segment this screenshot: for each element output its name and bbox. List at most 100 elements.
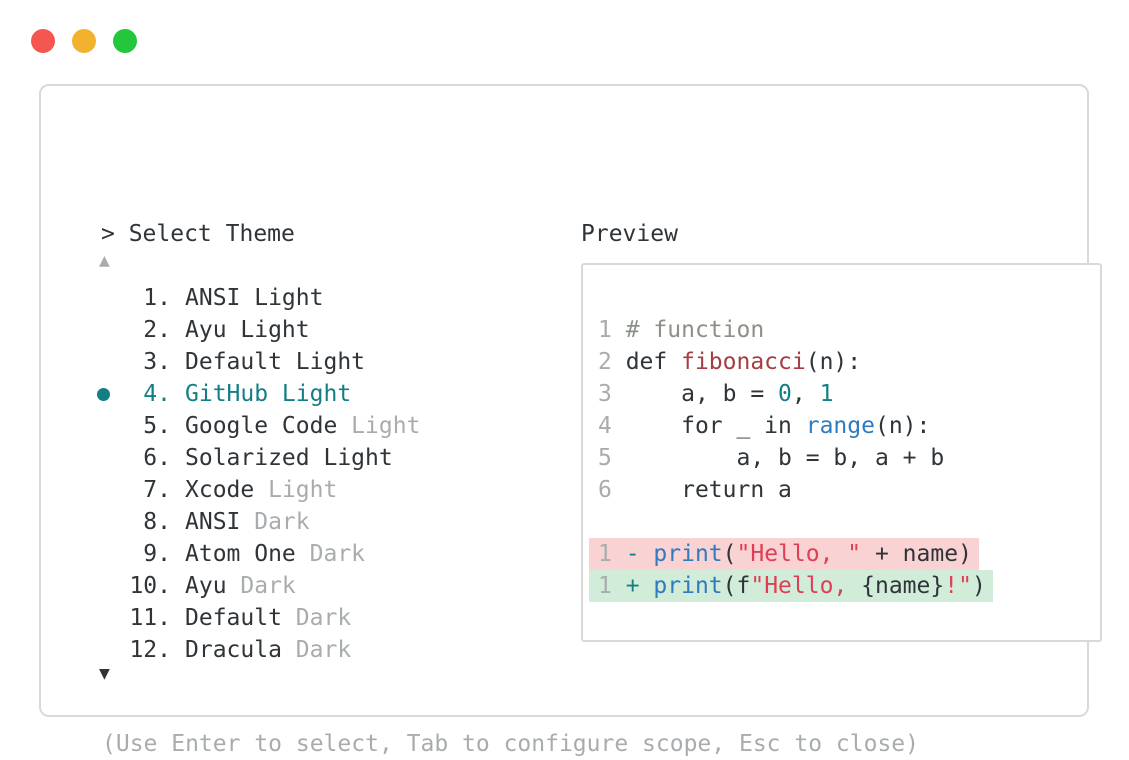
line-number: 6 (598, 477, 626, 503)
theme-variant-label: Dark (281, 637, 352, 663)
traffic-lights (31, 29, 137, 53)
code-line-content: 6 return a (589, 474, 799, 506)
theme-variant-label: Dark (281, 605, 352, 631)
theme-option-ansi[interactable]: 8.ANSI Dark (97, 506, 420, 538)
token-text: def (625, 349, 682, 375)
token-number: 0 (778, 381, 792, 407)
code-line: 5 a, b = b, a + b (589, 442, 993, 474)
scroll-up-icon[interactable]: ▲ (99, 250, 110, 271)
code-line: 1 # function (589, 314, 993, 346)
token-call: print (653, 573, 723, 599)
code-line-content: 3 a, b = 0, 1 (589, 378, 840, 410)
minimize-button[interactable] (72, 29, 96, 53)
token-comment: # function (625, 317, 765, 343)
theme-number: 6. (143, 445, 171, 471)
token-text: {name} (861, 573, 945, 599)
theme-option-default-light[interactable]: 3.Default Light (97, 346, 420, 378)
theme-name: Xcode (185, 477, 255, 503)
line-number: 1 (598, 541, 626, 567)
theme-option-atom-one[interactable]: 9.Atom One Dark (97, 538, 420, 570)
theme-name: ANSI Light (185, 285, 324, 311)
theme-number: 10. (129, 573, 171, 599)
code-line-content: 1 + print(f"Hello, {name}!") (589, 570, 993, 602)
line-number: 1 (598, 317, 626, 343)
code-line-content: 2 def fibonacci(n): (589, 346, 868, 378)
theme-option-github-light[interactable]: 4.GitHub Light (97, 378, 420, 410)
token-text: ( (722, 541, 737, 567)
theme-name: GitHub Light (185, 381, 352, 407)
theme-option-dracula[interactable]: 12. Dracula Dark (97, 634, 420, 666)
code-line (589, 506, 993, 538)
theme-number: 9. (143, 541, 171, 567)
token-string: "Hello, " (736, 541, 862, 567)
theme-number: 11. (129, 605, 171, 631)
token-text: (f (722, 573, 751, 599)
theme-selector-window: > Select Theme Preview ▲ 1. ANSI Light 2. A… (39, 84, 1102, 757)
token-text: , (791, 381, 820, 407)
code-line: 2 def fibonacci(n): (589, 346, 993, 378)
theme-number: 3. (143, 349, 171, 375)
diff-line-removed: 1 - print("Hello, " + name) (589, 538, 993, 570)
theme-name: Ayu Light (185, 317, 310, 343)
token-string: "Hello, (750, 573, 862, 599)
token-string: !" (944, 573, 972, 599)
theme-name: Ayu (185, 573, 227, 599)
selection-slot (97, 387, 117, 401)
theme-number: 7. (143, 477, 171, 503)
code-line-content: 1 - print("Hello, " + name) (589, 538, 979, 570)
select-theme-prompt: > Select Theme (101, 221, 295, 247)
theme-number: 2. (143, 317, 171, 343)
theme-option-google-code[interactable]: 5. Google Code Light (97, 410, 420, 442)
zoom-button[interactable] (113, 29, 137, 53)
code-line: 3 a, b = 0, 1 (589, 378, 993, 410)
theme-number: 12. (129, 637, 171, 663)
token-text: (n): (874, 413, 931, 439)
token-text: (n): (805, 349, 862, 375)
diff-line-added: 1 + print(f"Hello, {name}!") (589, 570, 993, 602)
line-number: 3 (598, 381, 626, 407)
token-diffsign: + (625, 573, 654, 599)
theme-variant-label: Light (254, 477, 338, 503)
line-number: 5 (598, 445, 626, 471)
code-line-content: 5 a, b = b, a + b (589, 442, 951, 474)
theme-name: Default (185, 605, 282, 631)
token-text: for _ in (625, 413, 806, 439)
selected-bullet-icon (97, 387, 110, 401)
theme-option-ayu-light[interactable]: 2. Ayu Light (97, 314, 420, 346)
code-line: 4 for _ in range(n): (589, 410, 993, 442)
theme-name: Solarized Light (185, 445, 393, 471)
theme-variant-label: Light (337, 413, 421, 439)
theme-variant-label: Dark (226, 573, 296, 599)
theme-variant-label: Dark (295, 541, 366, 567)
token-diffsign: - (625, 541, 654, 567)
token-func: fibonacci (681, 349, 806, 375)
theme-number: 1. (143, 285, 171, 311)
close-button[interactable] (31, 29, 55, 53)
token-call: print (653, 541, 723, 567)
theme-name: ANSI (185, 509, 241, 535)
code-line: 6 return a (589, 474, 993, 506)
theme-option-solarized-light[interactable]: 6. Solarized Light (97, 442, 420, 474)
token-call: range (805, 413, 875, 439)
theme-number: 5. (143, 413, 171, 439)
line-number: 1 (598, 573, 626, 599)
theme-option-xcode[interactable]: 7. Xcode Light (97, 474, 420, 506)
token-number: 1 (819, 381, 834, 407)
line-number: 4 (598, 413, 626, 439)
line-number: 2 (598, 349, 626, 375)
theme-name: Dracula (185, 637, 282, 663)
code-line-content: 4 for _ in range(n): (589, 410, 937, 442)
token-text: a, b = b, a + b (625, 445, 945, 471)
theme-number: 8. (143, 509, 171, 535)
scroll-down-icon[interactable]: ▼ (99, 663, 110, 684)
preview-title: Preview (581, 221, 678, 247)
theme-name: Google Code (185, 413, 338, 439)
theme-option-ansi-light[interactable]: 1. ANSI Light (97, 282, 420, 314)
token-text: ) (971, 573, 986, 599)
theme-option-default[interactable]: 11. Default Dark (97, 602, 420, 634)
token-text: a, b = (625, 381, 779, 407)
code-line-content: 1 # function (589, 314, 771, 346)
token-text: + name) (861, 541, 972, 567)
theme-option-ayu[interactable]: 10. Ayu Dark (97, 570, 420, 602)
